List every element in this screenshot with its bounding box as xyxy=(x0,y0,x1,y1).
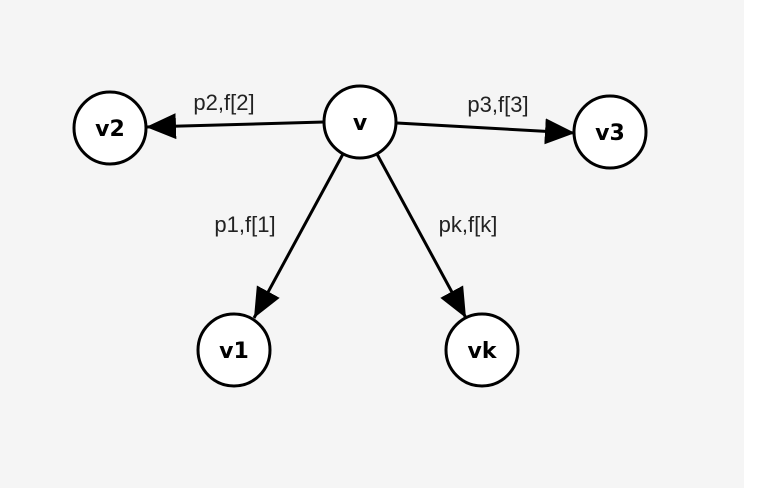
node-v3: v3 xyxy=(572,94,648,170)
diagram-background xyxy=(0,0,744,488)
edge-v-v3 xyxy=(396,118,576,145)
edge-v-vk xyxy=(375,153,468,319)
node-v-label: v xyxy=(353,111,368,136)
node-v1-label: v1 xyxy=(219,339,249,364)
edge-label-v-v2: p2,f[2] xyxy=(193,90,254,115)
node-v2: v2 xyxy=(72,90,148,166)
edge-label-v-v1: p1,f[1] xyxy=(214,212,275,237)
edge-v-v2 xyxy=(145,113,325,140)
node-v2-label: v2 xyxy=(95,117,125,142)
edge-v-v1 xyxy=(252,153,345,319)
edge-label-v-v3: p3,f[3] xyxy=(467,92,528,117)
node-v3-label: v3 xyxy=(595,121,625,146)
node-v: v xyxy=(322,84,398,160)
edge-label-v-vk: pk,f[k] xyxy=(439,212,498,237)
node-vk-label: vk xyxy=(468,339,498,364)
node-v1: v1 xyxy=(196,312,272,388)
node-vk: vk xyxy=(444,312,520,388)
